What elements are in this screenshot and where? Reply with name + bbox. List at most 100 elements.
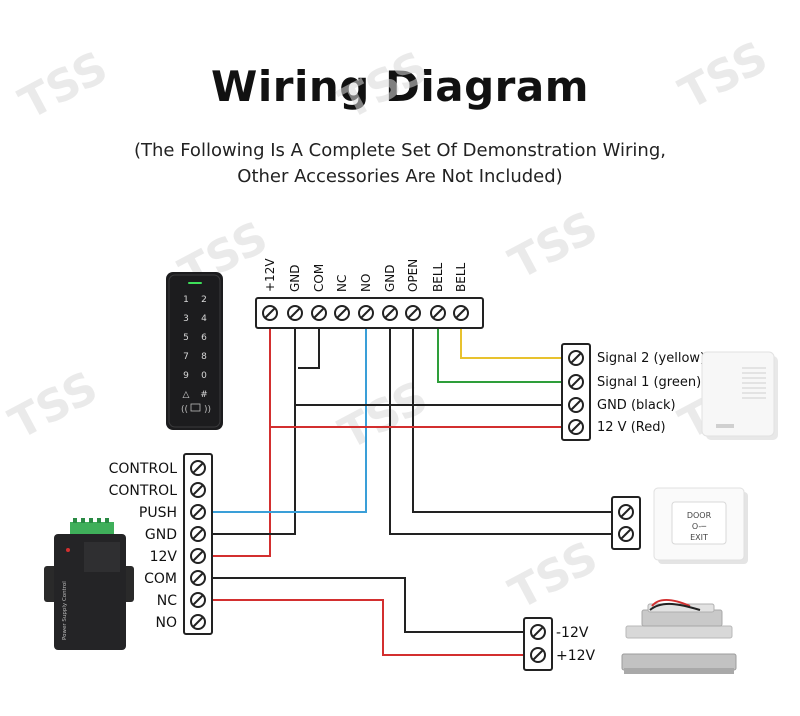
lock-screw-1 [530, 647, 546, 663]
power-terminal-label: NC [157, 593, 177, 609]
top-terminal-label: +12V [263, 258, 277, 292]
psu-label-area [84, 542, 120, 572]
bell-screw-2 [568, 397, 584, 413]
card-icon [190, 403, 201, 412]
power-screw-6 [190, 592, 206, 608]
power-screw-7 [190, 614, 206, 630]
power-terminal-body [183, 453, 213, 635]
top-screw-5 [382, 305, 398, 321]
watermark-text: TSS [501, 202, 606, 290]
bell-terminal-labels: Signal 2 (yellow)Signal 1 (green)GND (bl… [597, 351, 705, 435]
exit-button-face [671, 501, 727, 545]
watermark-text: TSS [331, 372, 436, 460]
power-terminal-label: CONTROL [109, 461, 178, 477]
power-screw-0 [190, 460, 206, 476]
lock-terminal-label: +12V [556, 648, 596, 664]
power-terminal-label: GND [145, 527, 177, 543]
top-terminal-label: BELL [454, 263, 468, 293]
subtitle-line-2: Other Accessories Are Not Included) [237, 166, 563, 187]
top-terminal-label: OPEN [406, 259, 420, 292]
exit-terminal-block [611, 496, 641, 550]
lock-wire-black [649, 603, 701, 611]
bell-terminal-block: Signal 2 (yellow)Signal 1 (green)GND (bl… [561, 343, 705, 441]
watermark-text: TSS [671, 32, 776, 120]
top-screw-2 [311, 305, 327, 321]
exit-button-text-door: DOOR [687, 511, 712, 520]
top-terminal-label: COM [312, 264, 326, 292]
lock-wire-red [651, 599, 691, 607]
wire-com-to-lock [213, 577, 526, 633]
top-screw-8 [453, 305, 469, 321]
psu-led [66, 548, 70, 552]
bell-terminal-label: Signal 2 (yellow) [597, 351, 705, 366]
bell-terminal-body [561, 343, 591, 441]
top-screw-3 [334, 305, 350, 321]
keypad-key: 7 [183, 352, 189, 362]
bell-grille [742, 367, 766, 399]
top-screw-7 [430, 305, 446, 321]
top-terminal-label: GND [288, 264, 302, 292]
key-icon: O-─ [692, 522, 706, 531]
door-bell-device [701, 351, 778, 440]
power-screw-1 [190, 482, 206, 498]
top-terminal-label: BELL [431, 263, 445, 293]
watermark-text: TSS [501, 532, 606, 620]
wire-bell-yellow [460, 322, 564, 359]
psu-terminal-pins [73, 518, 109, 523]
bell-terminal-screws [568, 350, 584, 435]
power-terminal-label: NO [156, 615, 178, 631]
lock-screw-0 [530, 624, 546, 640]
bell-screw-1 [568, 374, 584, 390]
keypad-key: 8 [201, 352, 207, 362]
keypad-bezel [168, 274, 221, 428]
power-screw-4 [190, 548, 206, 564]
exit-button-text-exit: EXIT [690, 533, 708, 542]
bell-body [701, 351, 775, 437]
bell-screw-3 [568, 419, 584, 435]
power-screw-3 [190, 526, 206, 542]
top-terminal-label: NO [359, 274, 373, 292]
wire-no-to-push [213, 322, 367, 513]
wire-open-to-exit-button [412, 322, 614, 513]
watermark-text: TSS [331, 42, 436, 130]
power-terminal-label: 12V [150, 549, 178, 565]
wire-gnd-keypad-to-power [213, 322, 296, 535]
wire-12v-keypad-to-power [213, 322, 271, 557]
lock-terminal-labels: -12V+12V [556, 625, 596, 664]
lock-bracket [625, 625, 733, 639]
wire-bell-green [437, 322, 564, 383]
power-terminal-label: COM [144, 571, 177, 587]
keypad-key: 0 [201, 371, 207, 381]
top-screw-1 [287, 305, 303, 321]
keypad-key: # [200, 390, 208, 400]
power-supply-device: Power Supply Control [44, 518, 134, 650]
bell-terminal-label: 12 V (Red) [597, 420, 666, 435]
lock-magnet-face [624, 668, 734, 674]
bell-badge [716, 424, 734, 428]
exit-button-device: DOOR O-─ EXIT [653, 487, 748, 564]
page-title: Wiring Diagram [211, 62, 589, 111]
keypad-key: 6 [201, 333, 207, 343]
top-screw-0 [262, 305, 278, 321]
top-terminal-screws [262, 305, 469, 321]
keypad-key: △ [183, 390, 190, 400]
keypad-key: 1 [183, 295, 189, 305]
exit-screw-1 [618, 526, 634, 542]
keypad-key: 4 [201, 314, 207, 324]
bell-screw-0 [568, 350, 584, 366]
watermark-text: TSS [11, 42, 116, 130]
power-screw-2 [190, 504, 206, 520]
keypad-led [188, 282, 202, 284]
keypad-key: 3 [183, 314, 189, 324]
lock-terminal-block: -12V+12V [523, 617, 596, 671]
rfid-icon-right: )) [204, 405, 211, 415]
top-terminal-label: GND [383, 264, 397, 292]
